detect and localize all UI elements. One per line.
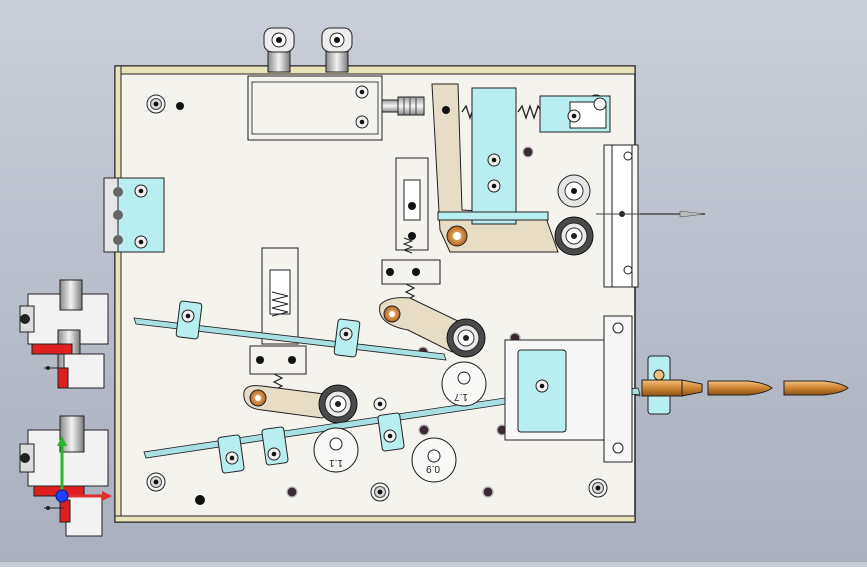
left-actuator-lower xyxy=(19,415,109,537)
pneumatic-fitting-icon-2 xyxy=(321,27,353,73)
rod-clamps xyxy=(175,300,405,474)
upper-lever-assembly xyxy=(431,83,559,253)
right-guide-block xyxy=(596,144,706,288)
output-nozzle xyxy=(641,355,703,415)
gear-label-3: 0.9 xyxy=(426,463,440,474)
pneumatic-fitting-icon xyxy=(263,27,295,73)
upper-right-clamp xyxy=(539,95,611,133)
upper-center-slide xyxy=(381,157,441,305)
gear-disc-1 xyxy=(441,361,487,407)
projectile-1 xyxy=(707,380,773,396)
xyz-axis-triad-icon xyxy=(55,436,112,503)
projectile-2 xyxy=(783,380,849,396)
side-hinge-bracket xyxy=(103,177,165,253)
middle-tan-link xyxy=(379,297,486,358)
upper-bearings xyxy=(554,174,594,256)
gear-label-1: 1.7 xyxy=(454,391,468,402)
plate-fasteners xyxy=(146,94,608,505)
top-cylinder xyxy=(247,75,425,141)
lower-tan-link xyxy=(243,384,358,424)
left-actuator-upper xyxy=(19,279,109,389)
lower-right-block xyxy=(504,315,633,463)
gear-label-2: 1.1 xyxy=(329,457,343,468)
gear-disc-2 xyxy=(313,427,359,473)
left-center-slide xyxy=(249,247,307,391)
gear-disc-3 xyxy=(411,437,457,483)
